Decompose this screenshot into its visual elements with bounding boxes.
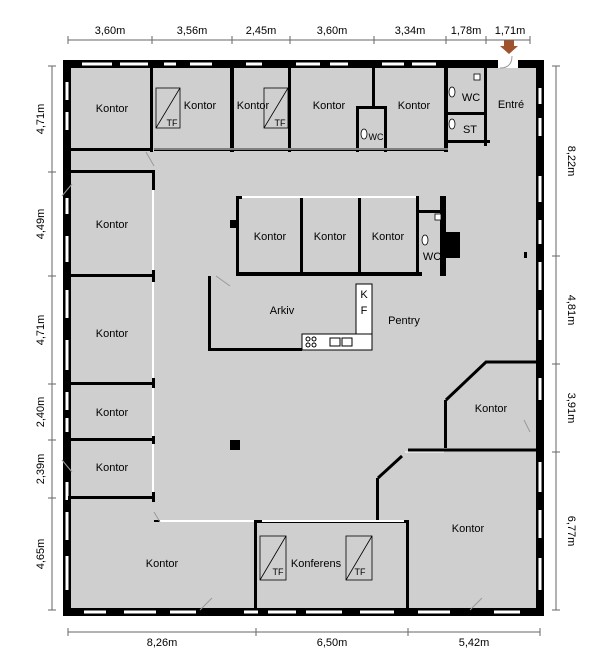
dim-top-1: 3,60m	[95, 25, 126, 37]
dim-right-3: 3,91m	[565, 393, 577, 424]
dimension-lines	[48, 36, 560, 636]
room-label-arkiv: Arkiv	[270, 305, 295, 317]
dim-top-2: 3,56m	[177, 25, 208, 37]
toilet-icon	[448, 86, 456, 98]
toilet-icon	[448, 118, 456, 130]
pentry-counter	[301, 283, 373, 351]
room-label-wc: WC	[369, 132, 384, 142]
room-label-kontor: Kontor	[96, 328, 129, 340]
room-label-kontor: Kontor	[372, 231, 405, 243]
label-k: K	[360, 289, 368, 301]
dim-top-4: 3,60m	[317, 25, 348, 37]
dim-left-5: 2,39m	[35, 454, 47, 485]
dim-right-4: 6,77m	[565, 516, 577, 547]
dim-left-1: 4,71m	[35, 104, 47, 135]
entrance-gap	[498, 60, 518, 68]
door-swings	[61, 151, 531, 611]
dim-left-2: 4,49m	[35, 209, 47, 240]
room-label-kontor: Kontor	[313, 100, 346, 112]
dim-bottom-1: 8,26m	[147, 637, 178, 649]
dim-left-6: 4,65m	[35, 539, 47, 570]
room-label-entre: Entré	[498, 99, 524, 111]
dimension-labels: 3,60m 3,56m 2,45m 3,60m 3,34m 1,78m 1,71…	[35, 25, 577, 649]
glass-partitions	[152, 148, 448, 522]
dim-right-1: 8,22m	[565, 146, 577, 177]
dim-top-5: 3,34m	[395, 25, 426, 37]
toilet-icon	[421, 234, 429, 246]
room-label-kontor: Kontor	[96, 219, 129, 231]
room-label-wc: WC	[423, 251, 441, 263]
dim-bottom-2: 6,50m	[317, 637, 348, 649]
toilet-icons	[360, 73, 481, 246]
dim-left-3: 4,71m	[35, 315, 47, 346]
toilet-icon	[360, 128, 368, 140]
room-label-kontor: Kontor	[96, 103, 129, 115]
dim-right-2: 4,81m	[565, 295, 577, 326]
room-label-kontor: Kontor	[314, 231, 347, 243]
dim-top-3: 2,45m	[246, 25, 277, 37]
dim-bottom-3: 5,42m	[459, 637, 490, 649]
label-tf: TF	[275, 118, 286, 128]
room-label-kontor: Kontor	[398, 100, 431, 112]
room-label-pentry: Pentry	[388, 315, 420, 327]
room-labels: Kontor Kontor Kontor Kontor Kontor WC En…	[96, 92, 524, 577]
room-label-kontor: Kontor	[146, 558, 179, 570]
label-tf: TF	[167, 118, 178, 128]
dim-top-6: 1,78m	[451, 25, 482, 37]
room-label-kontor: Kontor	[452, 523, 485, 535]
room-label-kontor: Kontor	[96, 407, 129, 419]
room-label-st: ST	[463, 124, 477, 136]
room-label-kontor: Kontor	[96, 462, 129, 474]
room-label-kontor: Kontor	[237, 100, 270, 112]
label-tf: TF	[355, 567, 366, 577]
dim-top-7: 1,71m	[495, 25, 526, 37]
room-label-wc: WC	[462, 92, 480, 104]
label-tf: TF	[273, 567, 284, 577]
room-label-kontor: Kontor	[184, 100, 217, 112]
room-label-konferens: Konferens	[291, 558, 342, 570]
label-f: F	[361, 305, 368, 317]
tf-boxes	[155, 87, 373, 581]
windows	[65, 62, 542, 614]
room-label-kontor: Kontor	[475, 403, 508, 415]
dim-left-4: 2,40m	[35, 397, 47, 428]
entrance-arrow-icon	[500, 40, 518, 54]
room-label-kontor: Kontor	[254, 231, 287, 243]
